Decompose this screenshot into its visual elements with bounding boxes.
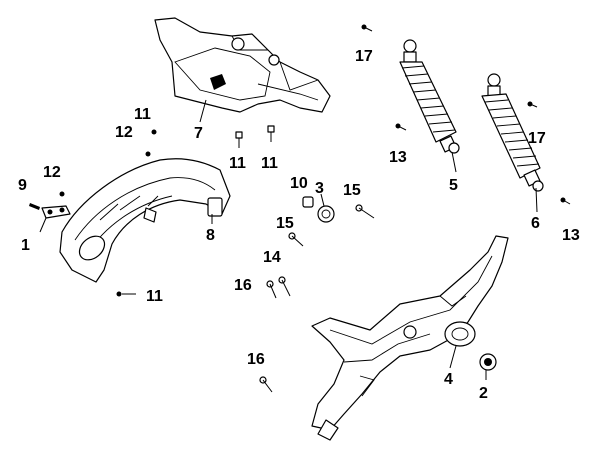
callout-9: 9 [18, 177, 27, 194]
callout-2: 2 [479, 385, 488, 402]
callout-16-bottom: 16 [247, 351, 265, 368]
bolt-15a [355, 204, 375, 219]
leader-lines [39, 99, 538, 380]
callout-5: 5 [449, 177, 458, 194]
callout-11-mid-left: 11 [229, 155, 246, 172]
bolt-11b [267, 125, 275, 142]
callout-3: 3 [315, 180, 324, 197]
callout-11-mid-right: 11 [261, 155, 278, 172]
part-1-bracket [41, 205, 71, 219]
callout-14: 14 [263, 249, 281, 266]
screw-11c [151, 129, 157, 135]
part-3-bushing [317, 205, 335, 223]
part-6-shock-absorber [481, 73, 544, 192]
bolt-11a [235, 131, 243, 148]
screw-12a [145, 151, 151, 157]
callout-7: 7 [194, 125, 203, 142]
callout-12-top: 12 [115, 124, 133, 141]
callout-1: 1 [21, 237, 30, 254]
bolt-13b [560, 197, 571, 205]
part-9-screw [29, 203, 40, 210]
callout-10: 10 [290, 175, 308, 192]
callout-12-left: 12 [43, 164, 61, 181]
callout-13-right: 13 [562, 227, 580, 244]
screw-11d [116, 291, 122, 297]
part-5-shock-absorber [399, 39, 460, 154]
callout-16-top: 16 [234, 277, 252, 294]
callout-17-right: 17 [528, 130, 546, 147]
callout-11-top: 11 [134, 106, 151, 123]
screw-12b [59, 191, 65, 197]
bolt-15b [288, 232, 304, 247]
bolt-16b [259, 376, 273, 393]
callout-4: 4 [444, 371, 453, 388]
callout-11-bottom: 11 [146, 288, 163, 305]
callout-6: 6 [531, 215, 540, 232]
bolt-14 [278, 276, 291, 297]
part-2-bushing [479, 353, 497, 371]
part-8-rear-mudguard [59, 158, 231, 283]
part-4-swing-arm [311, 235, 509, 441]
callout-13-left: 13 [389, 149, 407, 166]
callout-17-top: 17 [355, 48, 373, 65]
callout-15-right: 15 [343, 182, 361, 199]
bolt-17a [361, 24, 373, 32]
bolt-16a [266, 280, 277, 299]
bolt-17b [527, 101, 538, 108]
part-7-rear-fender-upper [154, 17, 331, 113]
callout-8: 8 [206, 227, 215, 244]
part-10-nut [302, 196, 314, 208]
callout-15-left: 15 [276, 215, 294, 232]
bolt-13a [395, 123, 407, 131]
